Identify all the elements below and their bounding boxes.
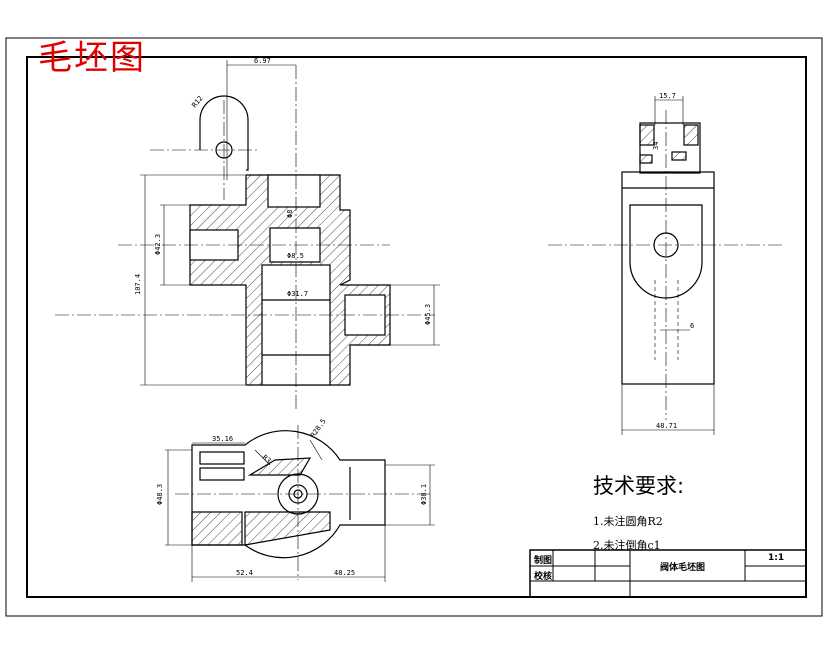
title-block-scale: 1:1 xyxy=(768,553,785,563)
dim-dia-left: Φ42.3 xyxy=(154,234,162,255)
dim-side-slot: 34 xyxy=(652,142,660,150)
dim-radius-tab: R12 xyxy=(190,94,204,109)
inner-frame xyxy=(26,56,807,598)
dim-bore-mid: Φ8.5 xyxy=(287,252,304,260)
dim-top-view-dia-right: Φ38.1 xyxy=(420,484,428,505)
title-block xyxy=(529,549,807,598)
dim-bottom-right: 48.25 xyxy=(334,569,355,577)
front-view xyxy=(189,95,391,386)
dim-top-view-left: 35.16 xyxy=(212,435,233,443)
tech-requirement-2: 2.未注倒角c1 xyxy=(593,539,661,552)
dim-bore-small: Φ8 xyxy=(286,210,294,218)
title-block-part-name: 阀体毛坯图 xyxy=(660,563,706,573)
side-view xyxy=(621,122,715,385)
dim-dia-right: Φ45.3 xyxy=(424,304,432,325)
outer-frame xyxy=(5,37,823,617)
top-dimension-lines xyxy=(165,439,435,582)
tech-requirement-1: 1.未注圆角R2 xyxy=(593,515,663,528)
dim-side-small: 6 xyxy=(690,322,694,330)
side-hidden-lines xyxy=(654,280,679,360)
blank-drawing-stamp: 毛坯图 xyxy=(38,38,146,78)
dim-bottom-left: 52.4 xyxy=(236,569,253,577)
top-centerlines xyxy=(175,425,430,580)
tech-requirements-title: 技术要求: xyxy=(593,474,685,498)
dim-top-width: 6.97 xyxy=(254,57,271,65)
side-centerlines xyxy=(548,110,785,420)
front-dimension-lines xyxy=(140,60,440,386)
dim-top-view-dia-left: Φ48.3 xyxy=(156,484,164,505)
dim-top-view-r2: R28.5 xyxy=(309,417,328,439)
dim-top-view-r: R3 xyxy=(261,453,273,465)
dim-bore-main: Φ31.7 xyxy=(287,290,308,298)
dim-side-top-width: 15.7 xyxy=(659,92,676,100)
side-dimension-lines xyxy=(621,96,715,435)
dim-height-left: 107.4 xyxy=(134,274,142,295)
title-block-checker-label: 校核 xyxy=(534,572,553,582)
dim-side-width: 48.71 xyxy=(656,422,677,430)
front-centerlines xyxy=(55,65,435,410)
title-block-drafter-label: 制图 xyxy=(534,556,553,566)
